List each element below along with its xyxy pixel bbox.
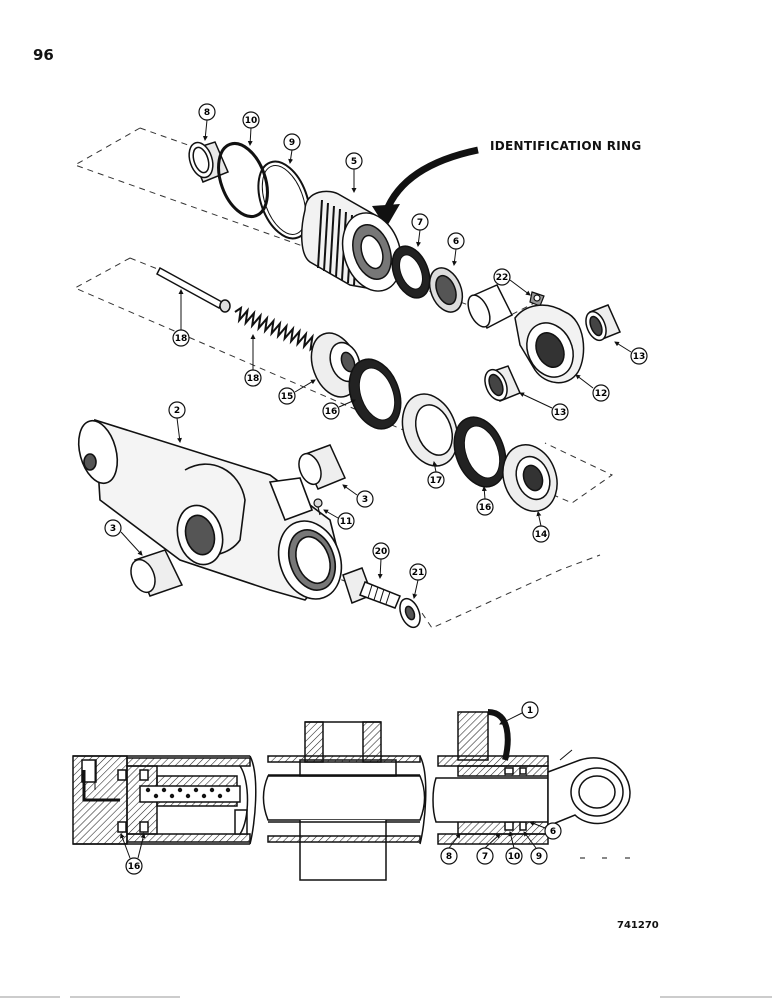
svg-text:16: 16 [325, 407, 338, 417]
callout-18-spring: 18 [244, 334, 262, 387]
part-3-bushing-upper [298, 444, 347, 490]
svg-text:6: 6 [453, 237, 459, 247]
callout-5: 5 [345, 152, 363, 193]
part-6-wiper [428, 267, 464, 313]
callout-11: 11 [323, 509, 355, 530]
identification-ring-arrowhead [372, 204, 400, 228]
callout-16-lower: 16 [476, 486, 494, 516]
svg-text:8: 8 [204, 108, 210, 118]
svg-text:8: 8 [446, 852, 452, 862]
callout-1: 1 [499, 701, 539, 725]
part-18-spring [234, 305, 317, 352]
callout-6: 6 [447, 232, 465, 266]
part-16-seal-lower [453, 416, 507, 488]
svg-text:3: 3 [362, 495, 368, 505]
cross-section-view [72, 709, 631, 881]
part-7-seal [391, 245, 431, 299]
svg-text:9: 9 [536, 852, 542, 862]
callout-7-section: 7 [476, 833, 501, 865]
part-11-screw [313, 498, 323, 516]
part-18-pin [156, 266, 231, 313]
callout-16-upper: 16 [322, 399, 356, 420]
part-3-bushing-lower [130, 549, 184, 597]
part-20-fitting [342, 567, 401, 609]
svg-text:7: 7 [417, 218, 423, 228]
part-14-piston-nut [502, 444, 558, 512]
callout-7: 7 [411, 213, 429, 247]
identification-ring-label: IDENTIFICATION RING [490, 139, 642, 153]
callout-3-upper: 3 [342, 484, 374, 508]
callout-9: 9 [283, 133, 301, 164]
callout-9-section: 9 [523, 831, 548, 865]
callout-18-pin: 18 [172, 289, 190, 347]
svg-text:5: 5 [351, 157, 357, 167]
callout-14: 14 [532, 511, 550, 543]
pin-sleeve [467, 284, 514, 330]
callout-10: 10 [242, 111, 260, 146]
callout-10-section: 10 [505, 831, 523, 865]
svg-text:2: 2 [174, 406, 180, 416]
part-13-bushing-lower [484, 365, 522, 402]
svg-text:17: 17 [430, 476, 443, 486]
callout-20: 20 [372, 542, 390, 579]
callout-2: 2 [168, 401, 186, 443]
svg-text:10: 10 [508, 852, 521, 862]
svg-text:10: 10 [245, 116, 258, 126]
callout-13-lower: 13 [519, 392, 569, 421]
callout-12: 12 [575, 374, 610, 402]
part-17-wear-ring [401, 393, 459, 467]
callout-21: 21 [409, 563, 427, 599]
part-21-washer [399, 597, 421, 629]
svg-text:14: 14 [535, 530, 548, 540]
part-10-oring [217, 142, 269, 218]
callout-13-upper: 13 [614, 341, 648, 365]
svg-text:1: 1 [527, 706, 533, 716]
svg-text:7: 7 [482, 852, 488, 862]
svg-text:16: 16 [128, 862, 141, 872]
svg-text:11: 11 [340, 517, 353, 527]
part-13-bushing-upper [585, 304, 622, 342]
svg-text:18: 18 [175, 334, 188, 344]
drawing-number: 741270 [617, 920, 659, 931]
callout-17: 17 [427, 461, 445, 489]
svg-text:13: 13 [554, 408, 567, 418]
callout-6-section: 6 [529, 821, 562, 840]
part-12-rod-eye [514, 304, 585, 384]
svg-text:9: 9 [289, 138, 295, 148]
identification-ring-arrow [382, 146, 479, 214]
part-8-bushing [188, 141, 229, 183]
svg-text:16: 16 [479, 503, 492, 513]
callout-22: 22 [493, 268, 531, 296]
callout-16-section: 16 [120, 833, 146, 875]
callout-3-lower: 3 [104, 519, 143, 556]
part-2-cylinder-barrel [77, 418, 343, 601]
callout-8: 8 [198, 103, 216, 141]
callout-15: 15 [278, 379, 316, 405]
svg-text:15: 15 [281, 392, 294, 402]
part-5-cylinder-head [300, 190, 403, 292]
svg-text:12: 12 [595, 389, 608, 399]
callout-8-section: 8 [440, 833, 461, 865]
part-9-backup-ring [257, 160, 311, 240]
svg-text:13: 13 [633, 352, 646, 362]
svg-text:18: 18 [247, 374, 260, 384]
svg-text:6: 6 [550, 827, 556, 837]
svg-text:3: 3 [110, 524, 116, 534]
page-number: 96 [33, 46, 54, 64]
part-22-grease-fitting [529, 291, 545, 307]
svg-text:20: 20 [375, 547, 388, 557]
svg-text:21: 21 [412, 568, 425, 578]
svg-text:22: 22 [496, 273, 509, 283]
